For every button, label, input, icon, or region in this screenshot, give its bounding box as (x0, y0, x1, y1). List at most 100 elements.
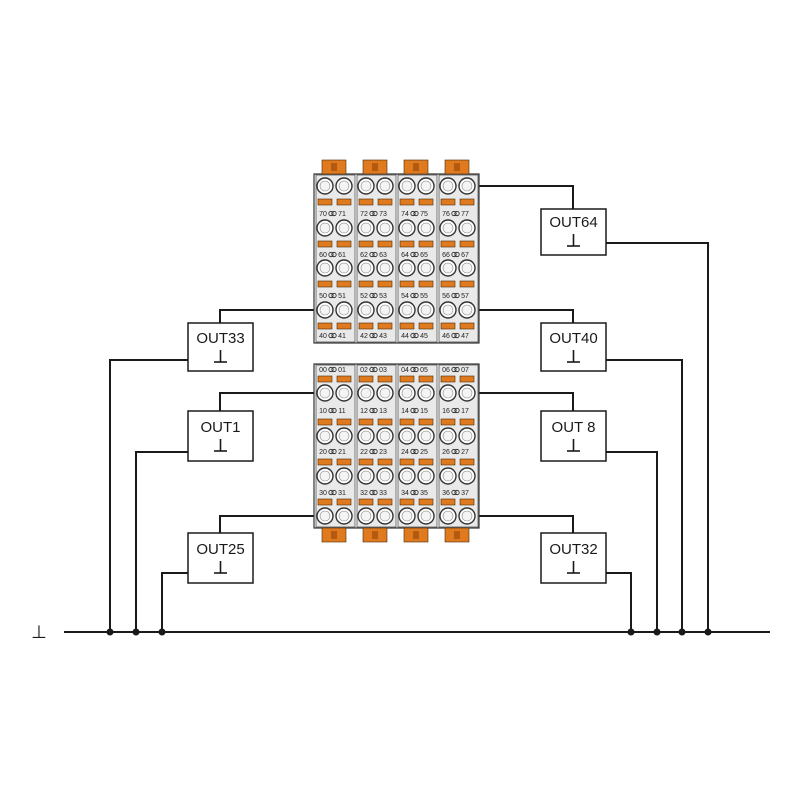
wire-out32-ground (606, 572, 632, 632)
output-box-out64: OUT64 (540, 208, 607, 256)
terminal-marker (369, 489, 375, 496)
output-box-out40: OUT40 (540, 322, 607, 372)
terminal-hole (461, 262, 473, 274)
terminal-marker (413, 251, 419, 258)
terminal-hole (319, 470, 331, 482)
terminal-marker (372, 489, 378, 496)
release-lever (459, 198, 475, 206)
release-lever (418, 418, 434, 426)
release-lever (459, 375, 475, 383)
terminal-marker (454, 489, 460, 496)
terminal-marker (328, 251, 334, 258)
terminal-label: 11 (338, 408, 345, 415)
release-lever (399, 418, 415, 426)
terminal-hole (461, 387, 473, 399)
output-label: OUT33 (196, 330, 244, 347)
terminal-label: 03 (379, 367, 387, 374)
terminal-label: 77 (461, 211, 469, 218)
release-lever (440, 458, 456, 466)
terminal-label: 22 (360, 449, 368, 456)
terminal-marker (451, 292, 457, 299)
terminal-marker (331, 407, 337, 414)
release-lever (459, 498, 475, 506)
terminal-hole (338, 510, 350, 522)
terminal-label: 02 (360, 367, 368, 374)
release-lever (358, 498, 374, 506)
terminal-hole (401, 387, 413, 399)
terminal-hole (442, 470, 454, 482)
terminal-marker (410, 292, 416, 299)
terminal-marker (328, 210, 334, 217)
output-label: OUT64 (549, 214, 597, 231)
terminal-marker (328, 332, 334, 339)
terminal-marker (454, 332, 460, 339)
ground-icon (567, 234, 580, 247)
terminal-label: 52 (360, 293, 368, 300)
terminal-marker (451, 407, 457, 414)
terminal-marker (369, 292, 375, 299)
terminal-label: 46 (442, 333, 450, 340)
release-lever (336, 322, 352, 330)
terminal-hole (442, 180, 454, 192)
terminal-hole (420, 430, 432, 442)
terminal-label: 72 (360, 211, 368, 218)
terminal-hole (360, 304, 372, 316)
ground-icon (567, 439, 580, 452)
terminal-label: 40 (319, 333, 327, 340)
release-lever (440, 375, 456, 383)
terminal-hole (379, 304, 391, 316)
terminal-hole (401, 430, 413, 442)
release-lever (399, 458, 415, 466)
terminal-label: 14 (401, 408, 409, 415)
terminal-hole (338, 430, 350, 442)
release-lever (336, 458, 352, 466)
terminal-label: 26 (442, 449, 450, 456)
terminal-label: 36 (442, 490, 450, 497)
terminal-label: 73 (379, 211, 387, 218)
wire-out8-ground (606, 451, 658, 632)
junction-dot (704, 628, 712, 636)
terminal-marker (369, 251, 375, 258)
terminal-hole (401, 510, 413, 522)
release-lever (377, 375, 393, 383)
release-lever (377, 280, 393, 288)
terminal-marker (454, 210, 460, 217)
terminal-label: 31 (338, 490, 346, 497)
terminal-marker (413, 210, 419, 217)
wire-out33-ground (109, 359, 188, 632)
terminal-hole (379, 180, 391, 192)
release-lever (399, 375, 415, 383)
junction-dots (106, 628, 712, 636)
release-lever (317, 418, 333, 426)
terminal-marker (454, 292, 460, 299)
terminal-label: 44 (401, 333, 409, 340)
wire-out8-signal (466, 392, 574, 411)
terminal-label: 32 (360, 490, 368, 497)
tab-slot (454, 531, 460, 539)
terminal-label: 30 (319, 490, 327, 497)
terminal-marker (413, 489, 419, 496)
terminal-marker (369, 210, 375, 217)
terminal-marker (331, 292, 337, 299)
terminal-marker (372, 448, 378, 455)
release-lever (377, 198, 393, 206)
terminal-hole (360, 430, 372, 442)
terminal-hole (401, 304, 413, 316)
terminal-label: 24 (401, 449, 409, 456)
terminal-label: 17 (461, 408, 469, 415)
terminal-marker (331, 251, 337, 258)
release-lever (317, 280, 333, 288)
terminal-hole (442, 222, 454, 234)
release-lever (377, 418, 393, 426)
terminal-hole (420, 222, 432, 234)
terminal-label: 04 (401, 367, 409, 374)
release-lever (317, 198, 333, 206)
terminal-hole (461, 304, 473, 316)
terminal-label: 51 (338, 293, 346, 300)
terminal-marker (413, 292, 419, 299)
output-box-out8: OUT 8 (540, 410, 607, 462)
terminal-hole (338, 180, 350, 192)
terminal-hole (461, 470, 473, 482)
release-lever (440, 280, 456, 288)
